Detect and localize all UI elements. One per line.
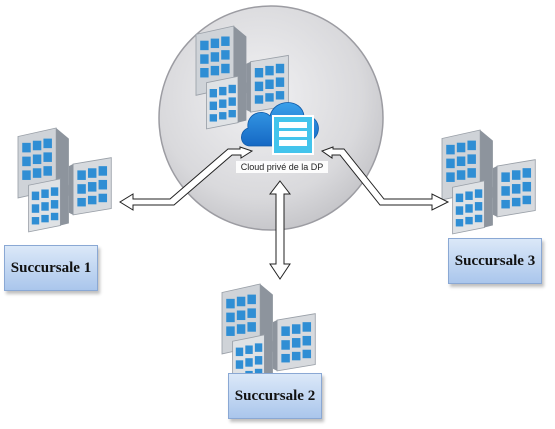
arrow-to-branch-3: [320, 146, 450, 211]
branch-3-building-icon: [441, 129, 536, 235]
cloud-label: Cloud privé de la DP: [236, 161, 328, 173]
branch-2-label: Succursale 2: [228, 373, 322, 419]
branch-1-building-icon: [17, 127, 112, 233]
branch-1-label: Succursale 1: [4, 245, 98, 291]
arrow-to-branch-2: [268, 180, 292, 280]
arrow-to-branch-1: [119, 146, 254, 211]
cloud-server-icon: [241, 102, 319, 155]
branch-3-label: Succursale 3: [448, 238, 542, 284]
